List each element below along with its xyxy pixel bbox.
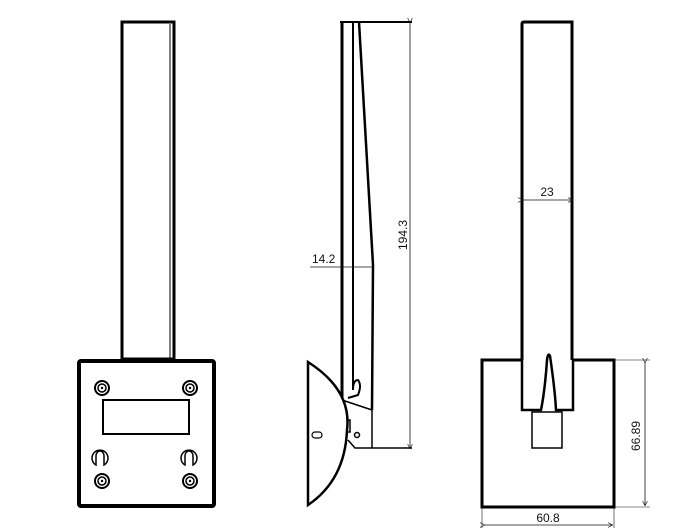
keyhole-icon [91,449,109,467]
dim-side-width: 14.2 [312,252,336,266]
tab [531,411,563,449]
dim-total-height: 194.3 [396,220,410,250]
dim-arm-width: 23 [540,185,554,199]
dim-base-height: 66.89 [629,421,643,451]
rear-arm [520,20,574,360]
base-block [480,358,616,509]
side-view: 194.3 14.2 [306,22,412,508]
suction-cup [306,359,349,508]
screw-hole-icon [182,473,198,489]
keyhole-icon [180,449,198,467]
screw-hole-icon [94,473,110,489]
front-view [77,20,216,508]
dim-base-width: 60.8 [536,511,560,525]
front-arm [120,20,176,361]
screw-hole-icon [94,380,110,396]
rear-view: 23 66.89 60.8 [480,20,650,528]
label-slot [102,399,190,435]
screw-hole-icon [182,380,198,396]
